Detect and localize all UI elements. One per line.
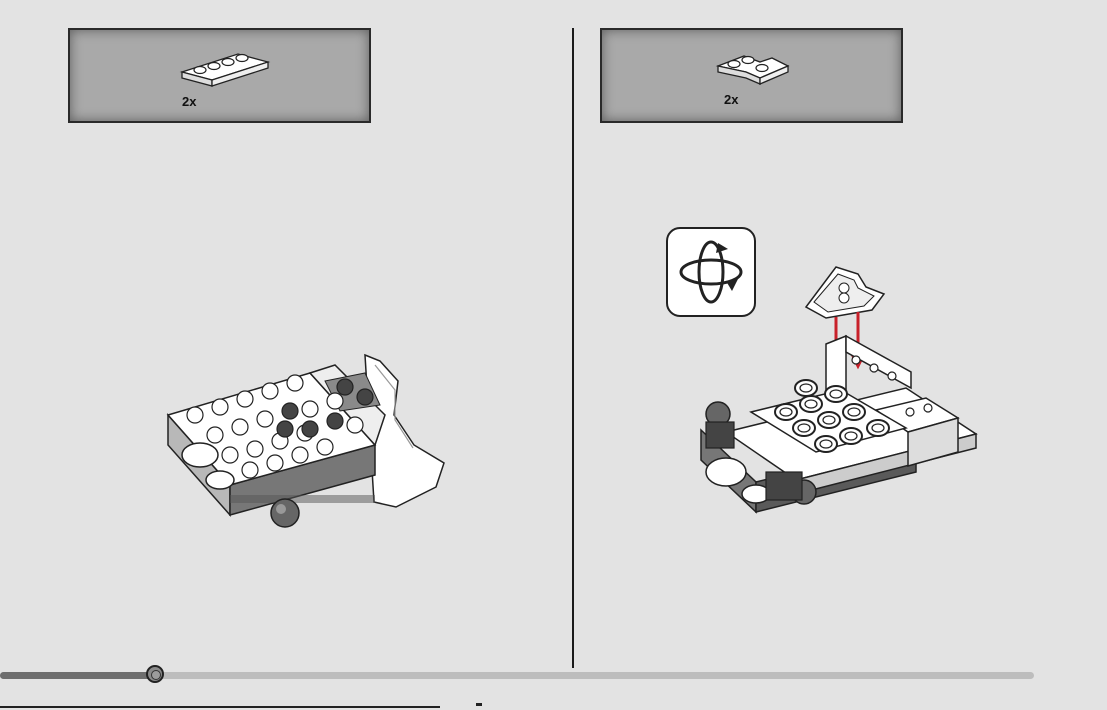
page-edge-line — [0, 706, 440, 708]
page-edge-tick — [476, 703, 482, 706]
step-panel-left: 2x — [0, 0, 572, 668]
parts-callout: 2x — [68, 28, 371, 123]
vehicle-chassis-assembly-icon — [696, 262, 996, 542]
plate-corner-2x2-white-icon — [712, 44, 792, 94]
progress-handle[interactable] — [146, 665, 164, 683]
plate-1x4-white-icon — [176, 42, 276, 92]
part-quantity: 2x — [182, 94, 196, 109]
part-quantity: 2x — [724, 92, 738, 107]
vehicle-chassis-icon — [160, 345, 460, 545]
progress-fill — [0, 672, 155, 679]
step-progress-bar[interactable] — [0, 672, 1034, 679]
step-panel-right: 2x — [574, 0, 1107, 668]
parts-callout: 2x — [600, 28, 903, 123]
